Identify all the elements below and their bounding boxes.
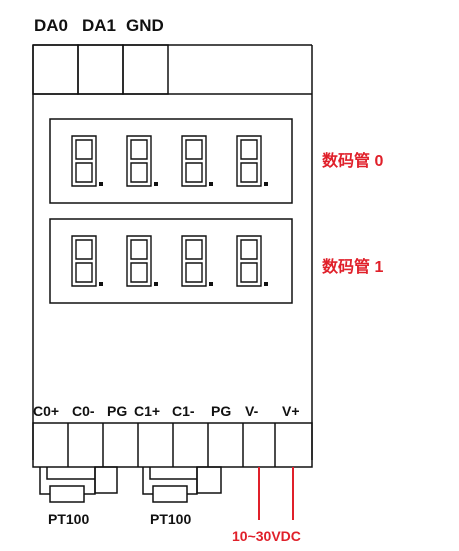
top-label-da1: DA1 — [82, 16, 116, 35]
display-0-label: 数码管 0 — [322, 151, 383, 170]
bottom-label-pg-2: PG — [211, 403, 231, 419]
display-0-digit-0-decimal-point — [99, 182, 103, 186]
bottom-label-v-plus: V+ — [282, 403, 300, 419]
bottom-label-c0-plus: C0+ — [33, 403, 59, 419]
bottom-label-v-minus: V- — [245, 403, 259, 419]
bottom-label-c1-minus: C1- — [172, 403, 195, 419]
power-label: 10~30VDC — [232, 528, 301, 544]
pt100-sensor-1 — [39, 466, 118, 503]
top-terminal-block — [32, 44, 169, 95]
display-1-digit-3-decimal-point — [264, 282, 268, 286]
display-0-digit-3 — [236, 135, 268, 187]
bottom-label-c0-minus: C0- — [72, 403, 95, 419]
display-1-digits — [71, 235, 268, 287]
bottom-label-pg-1: PG — [107, 403, 127, 419]
display-1-digit-3 — [236, 235, 268, 287]
display-1-digit-0-decimal-point — [99, 282, 103, 286]
bottom-terminal-block — [32, 422, 313, 468]
display-0-frame — [49, 118, 293, 204]
display-1-label: 数码管 1 — [322, 257, 383, 276]
display-1-digit-1-decimal-point — [154, 282, 158, 286]
display-0-digit-1-decimal-point — [154, 182, 158, 186]
display-0-digit-1 — [126, 135, 158, 187]
display-1-frame — [49, 218, 293, 304]
top-label-da0: DA0 — [34, 16, 68, 35]
display-1-digit-2-decimal-point — [209, 282, 213, 286]
display-0-digit-0 — [71, 135, 103, 187]
bottom-label-c1-plus: C1+ — [134, 403, 160, 419]
top-label-gnd: GND — [126, 16, 164, 35]
display-1-digit-2 — [181, 235, 213, 287]
display-0-digit-2-decimal-point — [209, 182, 213, 186]
display-1-digit-0 — [71, 235, 103, 287]
module-body — [32, 44, 313, 460]
pt100-sensor-2 — [142, 466, 222, 503]
display-1-digit-1 — [126, 235, 158, 287]
display-0-digit-2 — [181, 135, 213, 187]
pt100-label-2: PT100 — [150, 511, 191, 527]
display-0-digit-3-decimal-point — [264, 182, 268, 186]
pt100-label-1: PT100 — [48, 511, 89, 527]
display-0-digits — [71, 135, 268, 187]
